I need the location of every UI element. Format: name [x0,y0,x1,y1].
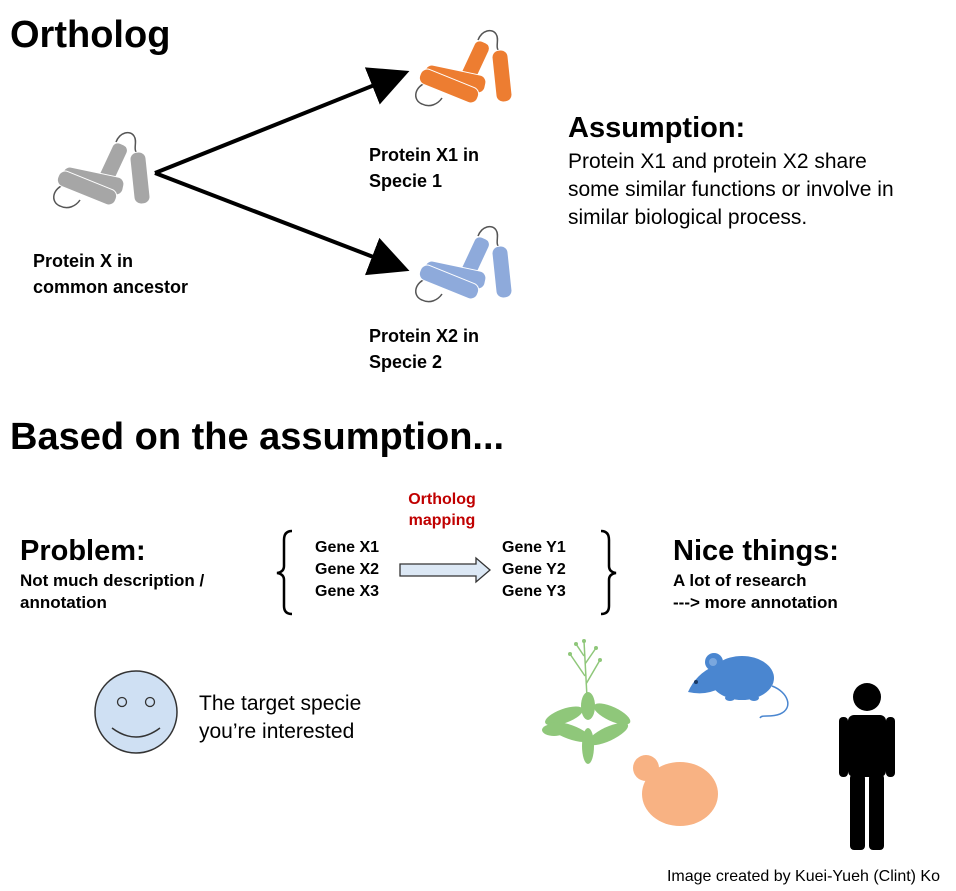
problem-title: Problem: [20,535,146,567]
protein-ancestor-icon [53,131,151,209]
nice-things-title: Nice things: [673,535,839,567]
protein-x1-label: Protein X1 in Specie 1 [369,145,480,191]
assumption-title: Assumption: [568,112,746,144]
protein-x2-icon [415,225,513,303]
image-credit: Image created by Kuei-Yueh (Clint) Ko [666,868,940,885]
list-item: Gene X2 [315,561,380,578]
protein-x2-label: Protein X2 in Specie 2 [369,326,480,372]
yeast-icon [633,755,718,826]
nice-things-text: A lot of research ---> more annotation [673,571,838,612]
mapping-arrow [399,556,491,584]
protein-x1-icon [415,29,513,107]
list-item: Gene Y2 [502,561,566,578]
list-item: Gene X1 [315,539,380,556]
assumption-text: Protein X1 and protein X2 share some sim… [568,150,894,229]
ancestor-label: Protein X in common ancestor [33,251,189,297]
gene-brackets [276,529,617,616]
section-title-ortholog: Ortholog [10,14,171,56]
divergence-arrows [154,67,410,276]
ortholog-mapping-label: Ortholog mapping [408,491,476,529]
list-item: Gene Y1 [502,539,566,556]
mouse-icon [688,653,789,719]
section-title-based-on-assumption: Based on the assumption... [10,416,505,458]
gene-y-list: Gene Y1 Gene Y2 Gene Y3 [502,537,566,603]
smiley-face-icon [94,670,178,754]
arrow-to-x2 [154,171,410,276]
problem-text: Not much description / annotation [20,571,205,612]
left-brace [276,529,293,616]
arrow-to-x1 [154,67,410,175]
right-brace [600,529,617,616]
gene-x-list: Gene X1 Gene X2 Gene X3 [315,537,379,603]
list-item: Gene Y3 [502,583,566,600]
human-icon [839,683,895,850]
plant-icon [542,639,631,764]
target-species-text: The target specie you’re interested [199,692,362,743]
list-item: Gene X3 [315,583,380,600]
